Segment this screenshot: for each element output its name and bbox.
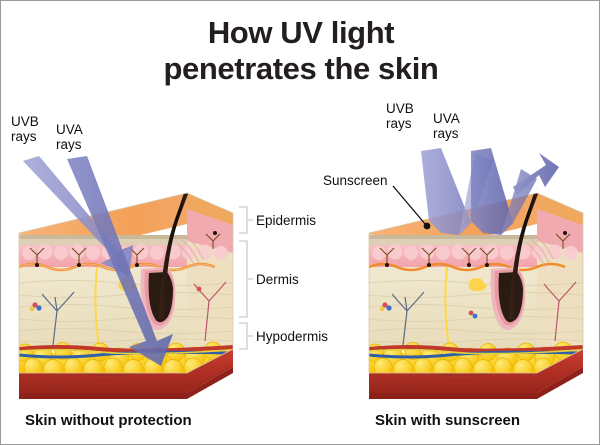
right-uvb-label: UVB rays — [386, 101, 414, 131]
right-uva-label: UVA rays — [433, 111, 460, 141]
layer-label-hypodermis: Hypodermis — [256, 329, 329, 344]
left-uva-ray — [67, 156, 173, 366]
layer-label-dermis: Dermis — [256, 272, 299, 287]
right-uva-label-line2: rays — [433, 126, 459, 141]
left-uvb-label-line2: rays — [11, 129, 37, 144]
left-panel-caption: Skin without protection — [25, 412, 192, 429]
left-uva-label-line1: UVA — [56, 122, 83, 137]
sunscreen-leader-line — [392, 185, 431, 230]
right-uva-label-line1: UVA — [433, 111, 460, 126]
left-uva-label: UVA rays — [56, 122, 83, 152]
right-panel-caption: Skin with sunscreen — [375, 412, 521, 429]
right-uva-ray — [471, 148, 559, 235]
layer-brackets — [239, 206, 253, 350]
layer-label-epidermis: Epidermis — [256, 213, 317, 228]
title-line-1: How UV light — [207, 15, 395, 50]
title-line-2: penetrates the skin — [163, 51, 439, 86]
left-uvb-label: UVB rays — [11, 114, 39, 144]
left-uvb-label-line1: UVB — [11, 114, 39, 129]
right-uvb-label-line2: rays — [386, 116, 412, 131]
sunscreen-label: Sunscreen — [323, 173, 388, 188]
left-uva-label-line2: rays — [56, 137, 82, 152]
right-uvb-label-line1: UVB — [386, 101, 414, 116]
right-skin-block — [368, 192, 584, 399]
page-title: How UV light penetrates the skin — [1, 15, 599, 87]
